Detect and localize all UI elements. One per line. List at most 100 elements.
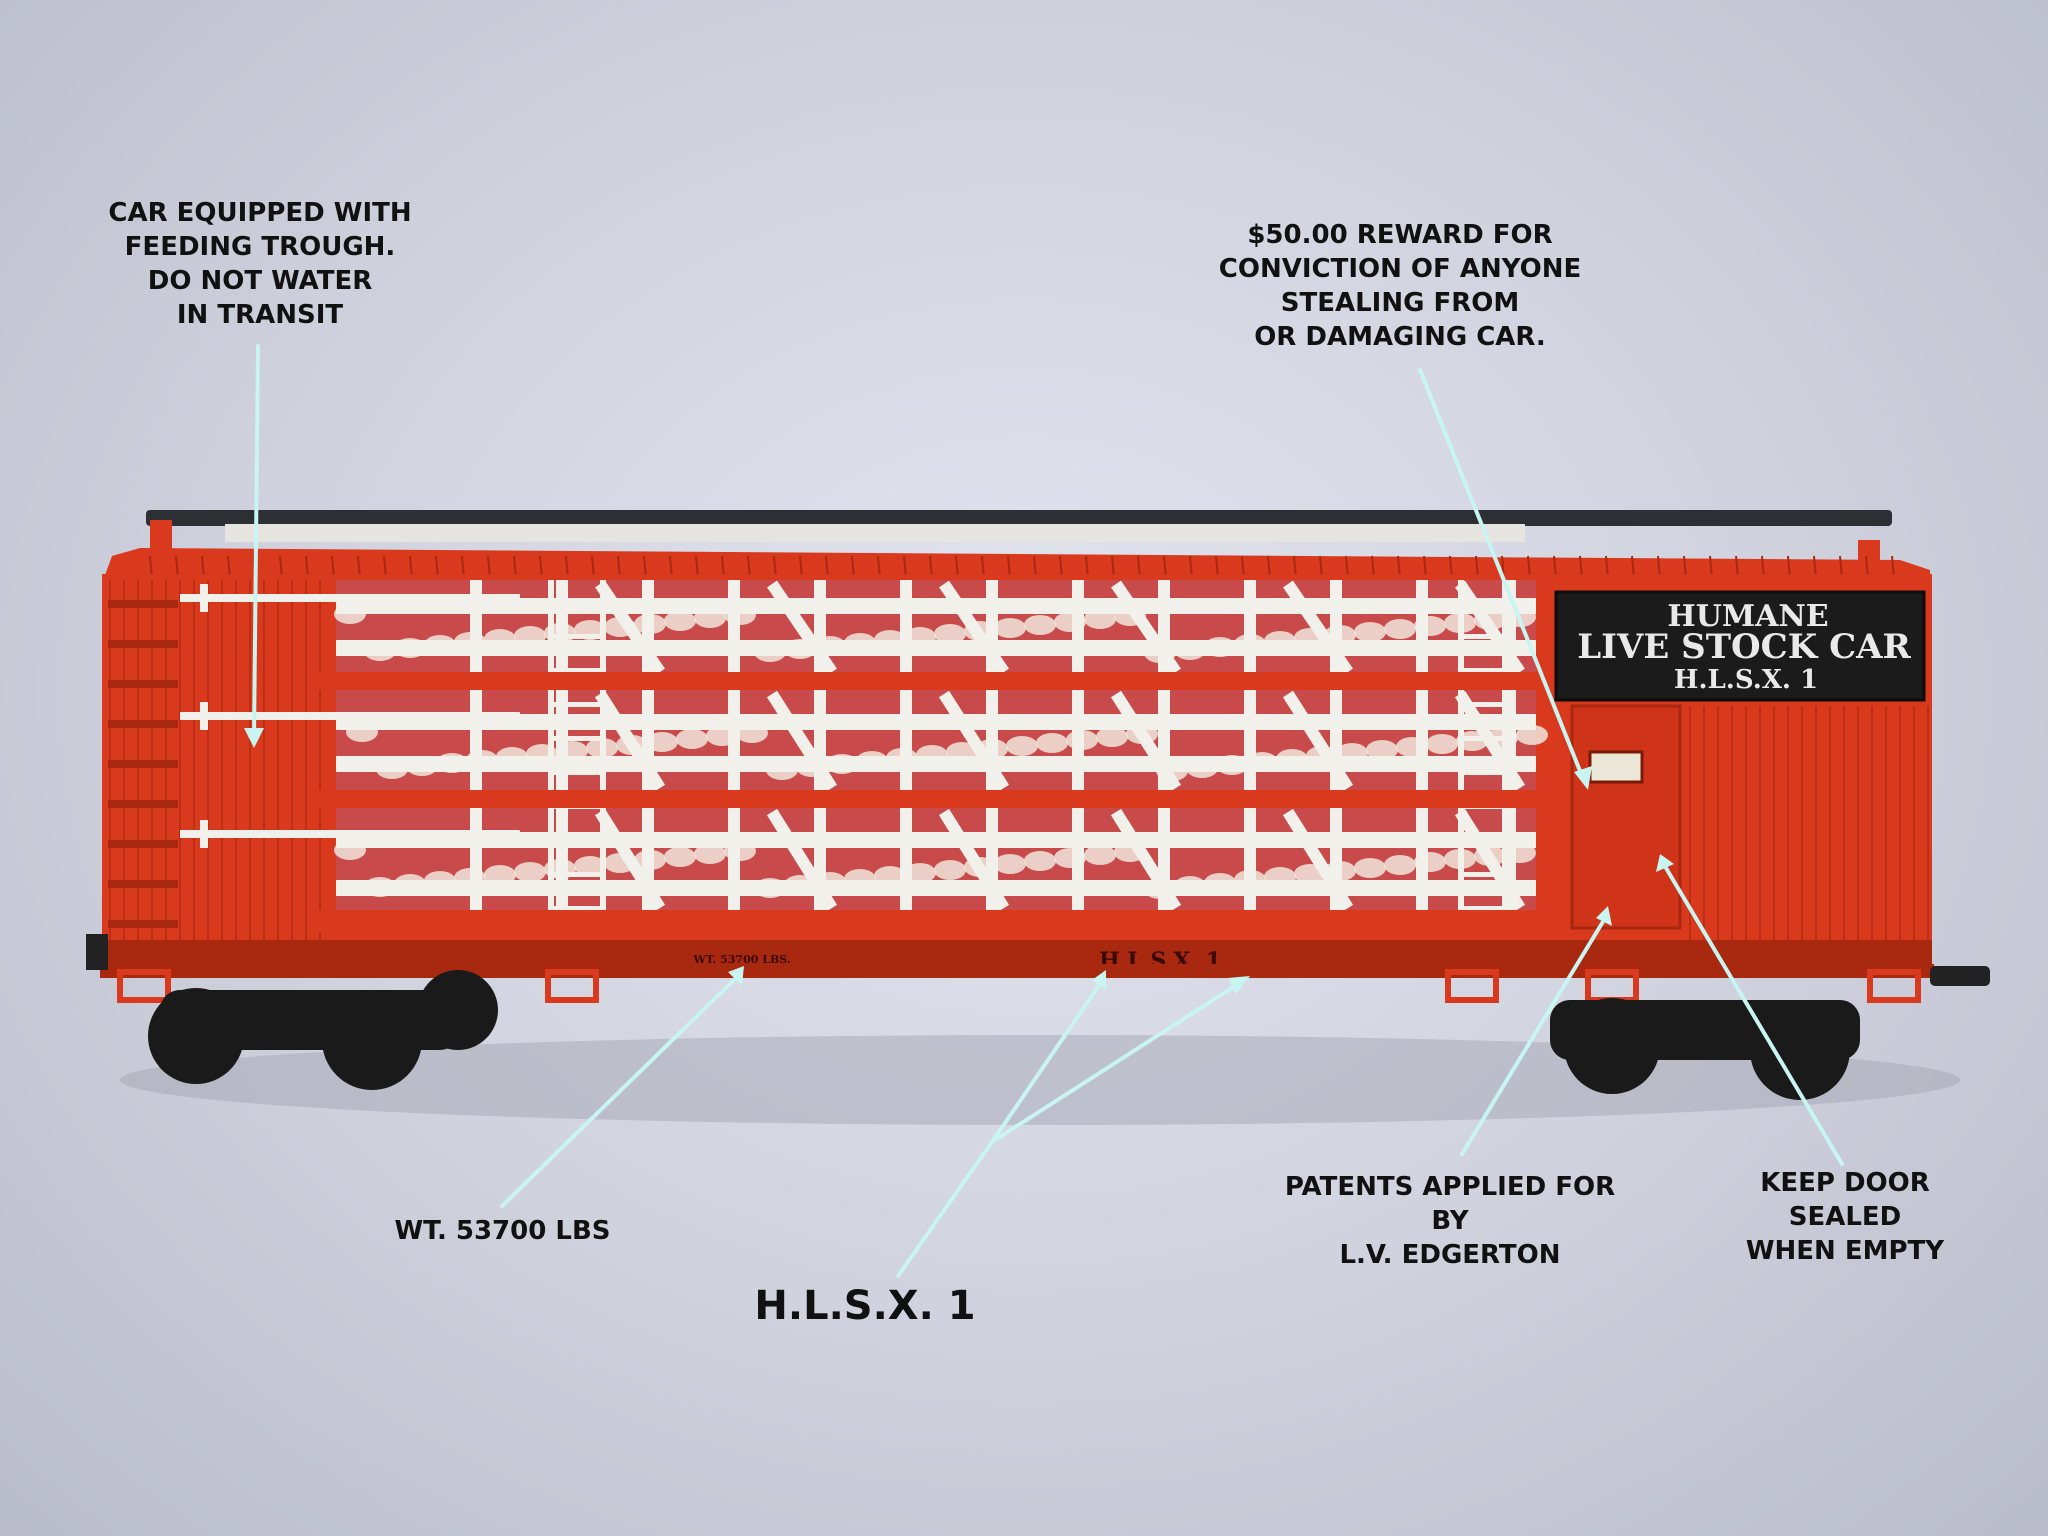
- cargo-blob: [1354, 622, 1386, 642]
- name-plate: [1554, 590, 1926, 702]
- cargo-blob: [1036, 733, 1068, 753]
- side-ladder-rung: [548, 838, 606, 843]
- slat-brace: [939, 580, 1009, 676]
- cargo-blob: [1024, 615, 1056, 635]
- arrow-weight: [728, 966, 744, 986]
- cargo-blob: [676, 729, 708, 749]
- slat-brace: [766, 690, 838, 792]
- slat-horizontal: [336, 880, 1536, 896]
- cargo-blob: [1426, 734, 1458, 754]
- annotation-line: L.V. EDGERTON: [1339, 1240, 1561, 1270]
- cargo-blob: [1384, 855, 1416, 875]
- annotation-keep-door-sealed: KEEP DOOR SEALED WHEN EMPTY: [1720, 1166, 1970, 1268]
- car-step: [1445, 969, 1499, 1003]
- plate-line-3: H.L.S.X. 1: [1674, 665, 1818, 695]
- slat-brace: [594, 690, 666, 792]
- slat-brace: [594, 808, 666, 912]
- annotation-line: $50.00 REWARD FOR: [1247, 220, 1553, 250]
- leader-patents: [1460, 918, 1606, 1156]
- beam-bottom: [316, 910, 1556, 932]
- side-ladder-rail: [1510, 580, 1516, 910]
- slat-brace: [938, 690, 1010, 792]
- slat-brace: [1283, 580, 1353, 676]
- arrow-trough: [244, 728, 264, 748]
- wheel: [322, 990, 422, 1090]
- plate-line-2: LIVE STOCK CAR: [1577, 627, 1911, 667]
- ladder-rung: [108, 720, 178, 728]
- slat-horizontal: [336, 598, 1536, 614]
- annotation-line: CAR EQUIPPED WITH: [108, 198, 412, 228]
- white-slats: [336, 580, 1536, 912]
- truck-right: [1550, 998, 1860, 1100]
- slat-post: [1158, 580, 1170, 910]
- leader-reward: [1418, 368, 1584, 778]
- car-side-weight: WT. 53700 LBS.: [692, 953, 790, 966]
- wheel: [148, 988, 244, 1084]
- grab-rail-post: [200, 584, 208, 612]
- cargo-blob: [994, 854, 1026, 874]
- roof-walk-supports: [225, 524, 1525, 542]
- car-step: [117, 969, 171, 1003]
- annotation-line: IN TRANSIT: [176, 300, 344, 330]
- annotation-line: KEEP DOOR: [1760, 1168, 1930, 1198]
- slat-post: [1244, 580, 1256, 910]
- annotation-line: PATENTS APPLIED FOR: [1284, 1172, 1616, 1202]
- cargo-blob: [574, 856, 606, 876]
- leader-number: [896, 982, 1102, 1278]
- side-ladder-rung: [548, 600, 606, 605]
- side-ladder-rung: [1458, 872, 1516, 877]
- plate-line-1: HUMANE: [1667, 599, 1828, 634]
- side-ladder-rung: [548, 770, 606, 775]
- slat-horizontal: [336, 756, 1536, 772]
- grab-rail: [180, 594, 520, 602]
- slat-post: [642, 580, 654, 910]
- grab-rail: [180, 830, 520, 838]
- arrow-number-2: [1228, 976, 1250, 994]
- ladder-rung: [108, 840, 178, 848]
- leader-number-2: [990, 982, 1240, 1144]
- side-ladder-rung: [1458, 600, 1516, 605]
- slat-brace: [938, 808, 1010, 912]
- arrow-patents: [1596, 906, 1612, 926]
- roof-walk: [146, 510, 1892, 526]
- grab-rail: [180, 712, 520, 720]
- slat-horizontal: [336, 714, 1536, 730]
- slat-brace: [767, 580, 837, 676]
- cargo-blob: [1096, 727, 1128, 747]
- wheel: [1564, 998, 1660, 1094]
- ladder-rung: [108, 640, 178, 648]
- side-ladder-rung: [1458, 736, 1516, 741]
- slat-brace: [1111, 580, 1181, 676]
- leader-trough: [252, 344, 260, 740]
- annotation-line: BY: [1431, 1206, 1469, 1236]
- leader-weight: [500, 978, 736, 1208]
- arrow-reward: [1574, 766, 1592, 790]
- grab-rail-post: [200, 820, 208, 848]
- side-ladder-rung: [548, 906, 606, 911]
- ladder-rung: [108, 680, 178, 688]
- annotation-line: DO NOT WATER: [147, 266, 373, 296]
- slat-horizontal: [336, 832, 1536, 848]
- slat-post: [1330, 580, 1342, 910]
- side-ladder-rung: [548, 736, 606, 741]
- side-ladder-rung: [1458, 906, 1516, 911]
- side-ladder-rung: [1458, 702, 1516, 707]
- slat-post: [556, 580, 568, 910]
- side-ladder-rung: [1458, 634, 1516, 639]
- annotation-weight: WT. 53700 LBS: [380, 1214, 625, 1248]
- cargo-blob: [1006, 736, 1038, 756]
- coupler-right: [1930, 966, 1990, 986]
- annotation-line: FEEDING TROUGH.: [124, 232, 396, 262]
- annotation-line: STEALING FROM: [1280, 288, 1520, 318]
- annotation-feeding-trough: CAR EQUIPPED WITH FEEDING TROUGH. DO NOT…: [100, 196, 420, 332]
- cargo-blob: [934, 860, 966, 880]
- annotation-line: CONVICTION OF ANYONE: [1218, 254, 1582, 284]
- cargo-blob: [934, 624, 966, 644]
- arrow-number: [1092, 970, 1106, 990]
- slat-brace: [1110, 690, 1182, 792]
- cargo-blob: [1366, 740, 1398, 760]
- coupler-left: [86, 934, 108, 970]
- slat-post: [728, 580, 740, 910]
- cargo-blob: [694, 844, 726, 864]
